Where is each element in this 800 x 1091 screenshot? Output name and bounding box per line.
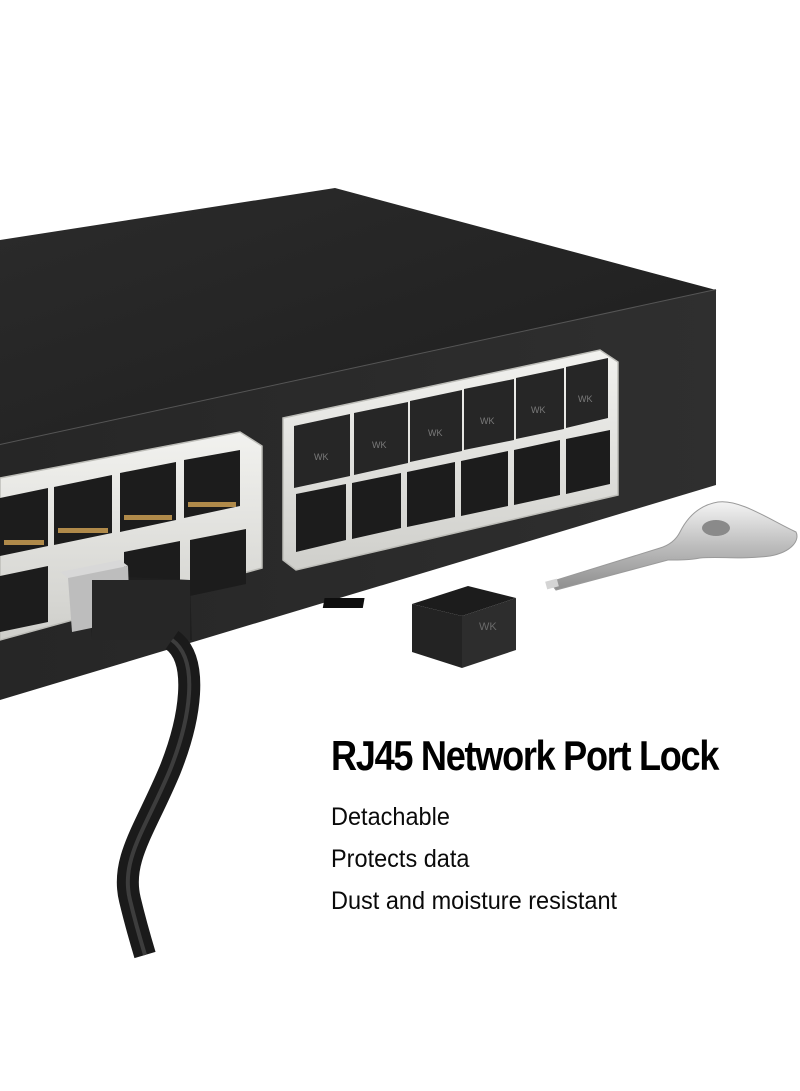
detached-port-lock: WK [322, 586, 516, 668]
rj45-ports-lower-right [296, 430, 610, 552]
feature-item-protects-data: Protects data [331, 845, 470, 873]
port-lock-2: WK [354, 402, 408, 475]
lock-marking: WK [578, 394, 593, 404]
installed-port-locks: WK WK WK WK WK [294, 358, 608, 488]
lock-marking: WK [479, 621, 497, 633]
lock-marking: WK [372, 440, 387, 450]
product-copy: RJ45 Network Port Lock Detachable Protec… [331, 730, 800, 922]
lock-marking: WK [531, 405, 546, 415]
port-block-right: WK WK WK WK WK [282, 349, 619, 571]
port-lock-1: WK [294, 414, 350, 488]
port-lock-5: WK [516, 368, 564, 439]
lock-marking: WK [314, 452, 329, 462]
switch-top-face [0, 188, 716, 445]
feature-item-dust-moisture: Dust and moisture resistant [331, 887, 618, 915]
port-lock-3: WK [410, 390, 462, 462]
port-lock-6: WK [566, 358, 608, 428]
product-headline: RJ45 Network Port Lock [331, 732, 719, 779]
port-lock-4: WK [464, 379, 514, 450]
lock-marking: WK [428, 428, 443, 438]
feature-item-detachable: Detachable [331, 803, 450, 831]
lock-marking: WK [480, 416, 495, 426]
feature-list: Detachable Protects data Dust and moistu… [331, 796, 800, 922]
cable-highlight [125, 638, 192, 956]
rj45-ports-upper-left [0, 450, 240, 556]
ethernet-plug [60, 560, 192, 640]
release-key [545, 501, 798, 591]
